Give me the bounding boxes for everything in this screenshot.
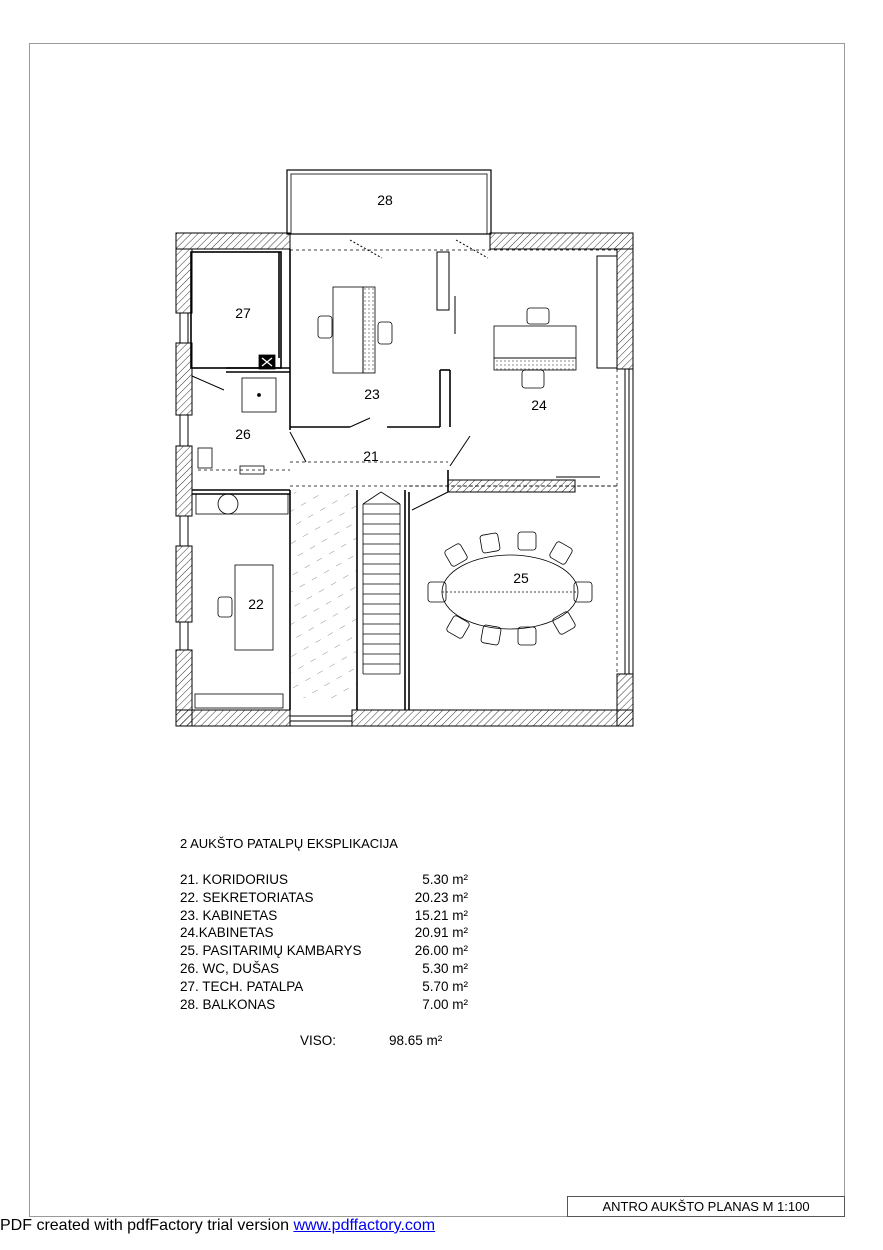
pdffactory-link[interactable]: www.pdffactory.com bbox=[293, 1217, 436, 1234]
pdf-note-text: PDF created with pdfFactory trial versio… bbox=[0, 1217, 294, 1234]
room-label-24: 24 bbox=[531, 397, 547, 413]
drawing-frame bbox=[29, 43, 845, 1217]
room-label-28: 28 bbox=[377, 192, 393, 208]
furniture-23 bbox=[317, 286, 393, 374]
furniture-24 bbox=[493, 307, 577, 389]
door-swings bbox=[191, 239, 600, 511]
room-label-27: 27 bbox=[235, 305, 251, 321]
conference-table bbox=[427, 531, 593, 646]
balcony-28 bbox=[286, 169, 492, 235]
title-block: ANTRO AUKŠTO PLANAS M 1:100 bbox=[567, 1196, 845, 1217]
furniture-22 bbox=[194, 493, 289, 709]
exterior-walls bbox=[175, 232, 634, 727]
total-label: VISO: bbox=[300, 1033, 337, 1048]
explication-title: 2 AUKŠTO PATALPŲ EKSPLIKACIJA bbox=[180, 836, 398, 851]
pdf-footer-note: PDF created with pdfFactory trial versio… bbox=[0, 1216, 435, 1236]
room-label-25: 25 bbox=[513, 570, 529, 586]
bathroom-fixtures bbox=[197, 354, 277, 475]
staircase bbox=[291, 491, 401, 698]
room-label-26: 26 bbox=[235, 426, 251, 442]
room-label-23: 23 bbox=[364, 386, 380, 402]
total-value: 98.65 m² bbox=[389, 1033, 443, 1048]
room-label-21: 21 bbox=[363, 448, 379, 464]
opening-lines bbox=[198, 249, 618, 674]
interior-walls bbox=[190, 249, 618, 710]
room-label-22: 22 bbox=[248, 596, 264, 612]
